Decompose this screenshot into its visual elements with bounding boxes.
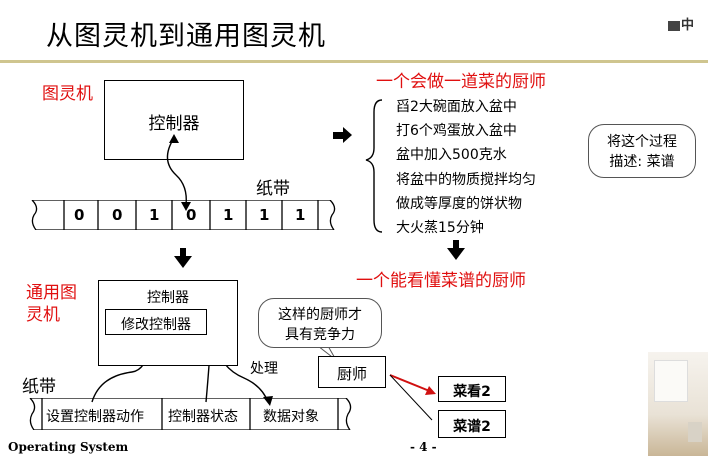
cup-shape	[688, 422, 702, 442]
controller-label: 控制器	[148, 114, 200, 134]
footer-left: Operating System	[8, 440, 129, 454]
dish-box: 菜看2	[438, 376, 506, 402]
presenter-photo	[648, 352, 708, 456]
recipe-bubble: 将这个过程 描述: 菜谱	[588, 124, 696, 178]
tape-cell: 1	[295, 206, 306, 224]
recipe-step: 大火蒸15分钟	[396, 220, 484, 237]
title-divider	[0, 60, 708, 63]
tape-outline	[31, 200, 336, 230]
tape: 0 0 1 0 1 1 1	[30, 200, 348, 230]
recipe-step: 做成等厚度的饼状物	[396, 195, 522, 212]
turing-machine-label: 图灵机	[42, 84, 93, 104]
page-number: - 4 -	[410, 440, 437, 454]
recipe-step: 盆中加入500克水	[396, 147, 507, 164]
tape2-label: 纸带	[22, 377, 56, 397]
modify-controller-label: 修改控制器	[121, 317, 191, 333]
page-title: 从图灵机到通用图灵机	[46, 21, 326, 52]
modify-controller-box: 修改控制器	[105, 309, 207, 335]
tape-cell: 1	[259, 206, 270, 224]
recipe-box: 菜谱2	[438, 410, 506, 438]
tape2: 设置控制器动作 控制器状态 数据对象	[28, 398, 364, 430]
logo: 中	[668, 14, 694, 33]
tape2-cell: 控制器状态	[168, 409, 238, 425]
chef-one-dish-heading: 一个会做一道菜的厨师	[376, 72, 546, 92]
universal-controller-box: 控制器 修改控制器	[98, 280, 238, 366]
tape-cell: 0	[186, 206, 197, 224]
logo-icon	[668, 20, 680, 31]
recipe-step: 舀2大碗面放入盆中	[396, 99, 517, 115]
tape2-cell: 数据对象	[263, 409, 319, 425]
chef-box: 厨师	[318, 356, 386, 388]
window-shape	[654, 360, 688, 402]
recipe-step: 打6个鸡蛋放入盆中	[396, 123, 517, 140]
chef-recipe-heading: 一个能看懂菜谱的厨师	[356, 271, 526, 291]
tape-cell: 1	[149, 206, 160, 224]
process-label: 处理	[250, 361, 278, 377]
chef-bubble: 这样的厨师才 具有竞争力	[258, 298, 382, 348]
tape-cell: 0	[112, 206, 123, 224]
tape2-cell: 设置控制器动作	[46, 409, 144, 425]
recipe-step: 将盆中的物质搅拌均匀	[396, 171, 536, 188]
tape2-outline	[29, 398, 352, 430]
universal-turing-label: 通用图 灵机	[26, 283, 77, 325]
tape-label: 纸带	[256, 179, 290, 199]
tape-cell: 1	[223, 206, 234, 224]
universal-controller-label: 控制器	[147, 290, 189, 306]
recipe-steps: 舀2大碗面放入盆中 打6个鸡蛋放入盆中 盆中加入500克水 将盆中的物质搅拌均匀…	[396, 95, 536, 240]
tape-cell: 0	[74, 206, 85, 224]
controller-box: 控制器	[104, 80, 244, 160]
